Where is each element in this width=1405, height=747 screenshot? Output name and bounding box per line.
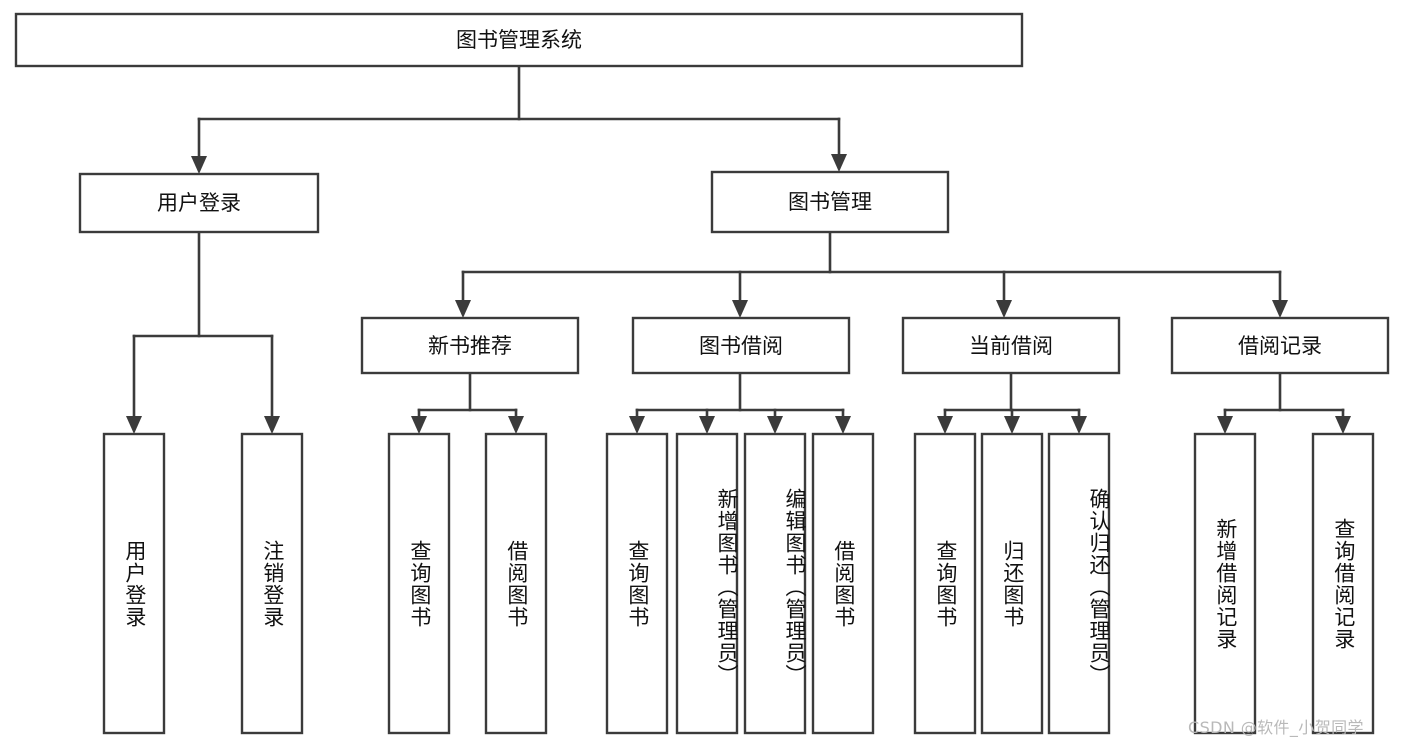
- node-box-book-manage[interactable]: [710, 170, 950, 234]
- connectors-book-borrow-to-leaves: [629, 371, 851, 434]
- arrowhead-borrow-record: [1272, 300, 1288, 318]
- arrowhead-current-borrow: [996, 300, 1012, 318]
- arrowhead-leaf-query-book-1: [411, 416, 427, 434]
- arrowhead-leaf-edit-book: [767, 416, 783, 434]
- node-box-leaf-borrow-book-2[interactable]: [811, 432, 875, 735]
- node-label-borrow-record: 借阅记录: [1238, 334, 1322, 358]
- node-box-leaf-add-record[interactable]: [1193, 432, 1257, 735]
- node-box-leaf-add-book[interactable]: [675, 432, 739, 735]
- arrowhead-book-manage: [831, 154, 847, 172]
- node-box-root[interactable]: [14, 12, 1024, 68]
- connectors-user-login-to-leaves: [126, 230, 280, 434]
- node-label-root: 图书管理系统: [456, 28, 582, 52]
- node-box-user-login[interactable]: [78, 172, 320, 234]
- arrowhead-user-login: [191, 156, 207, 174]
- node-box-leaf-return-book[interactable]: [980, 432, 1044, 735]
- node-label-user-login: 用户登录: [157, 191, 241, 215]
- watermark-label: CSDN @软件_小贺同学: [1188, 718, 1364, 737]
- connectors-book-manage-to-level3: [455, 230, 1288, 318]
- node-box-new-book-rec[interactable]: [360, 316, 580, 375]
- node-box-leaf-logout[interactable]: [240, 432, 304, 735]
- node-box-leaf-edit-book[interactable]: [743, 432, 807, 735]
- connectors-borrow-record-to-leaves: [1217, 371, 1351, 434]
- arrowhead-leaf-query-book-2: [629, 416, 645, 434]
- connectors-root-to-level2: [191, 64, 847, 174]
- arrowhead-leaf-add-record: [1217, 416, 1233, 434]
- node-box-leaf-query-record[interactable]: [1311, 432, 1375, 735]
- arrowhead-leaf-confirm-return: [1071, 416, 1087, 434]
- node-box-leaf-query-book-1[interactable]: [387, 432, 451, 735]
- arrowhead-leaf-user-login: [126, 416, 142, 434]
- connectors-new-book-rec-to-leaves: [411, 371, 524, 434]
- arrowhead-leaf-logout: [264, 416, 280, 434]
- arrowhead-leaf-add-book: [699, 416, 715, 434]
- node-box-borrow-record[interactable]: [1170, 316, 1390, 375]
- connectors-current-borrow-to-leaves: [937, 371, 1087, 434]
- arrowhead-leaf-query-record: [1335, 416, 1351, 434]
- node-box-book-borrow[interactable]: [631, 316, 851, 375]
- node-label-book-borrow: 图书借阅: [699, 334, 783, 358]
- node-box-current-borrow[interactable]: [901, 316, 1121, 375]
- node-label-book-manage: 图书管理: [788, 190, 872, 214]
- arrowhead-leaf-borrow-book-1: [508, 416, 524, 434]
- node-box-leaf-confirm-return[interactable]: [1047, 432, 1111, 735]
- node-label-new-book-rec: 新书推荐: [428, 334, 512, 358]
- node-label-current-borrow: 当前借阅: [969, 334, 1053, 358]
- arrowhead-leaf-return-book: [1004, 416, 1020, 434]
- node-box-leaf-query-book-3[interactable]: [913, 432, 977, 735]
- arrowhead-book-borrow: [732, 300, 748, 318]
- arrowhead-new-book-rec: [455, 300, 471, 318]
- node-box-leaf-query-book-2[interactable]: [605, 432, 669, 735]
- arrowhead-leaf-query-book-3: [937, 416, 953, 434]
- arrowhead-leaf-borrow-book-2: [835, 416, 851, 434]
- node-box-leaf-user-login[interactable]: [102, 432, 166, 735]
- node-box-leaf-borrow-book-1[interactable]: [484, 432, 548, 735]
